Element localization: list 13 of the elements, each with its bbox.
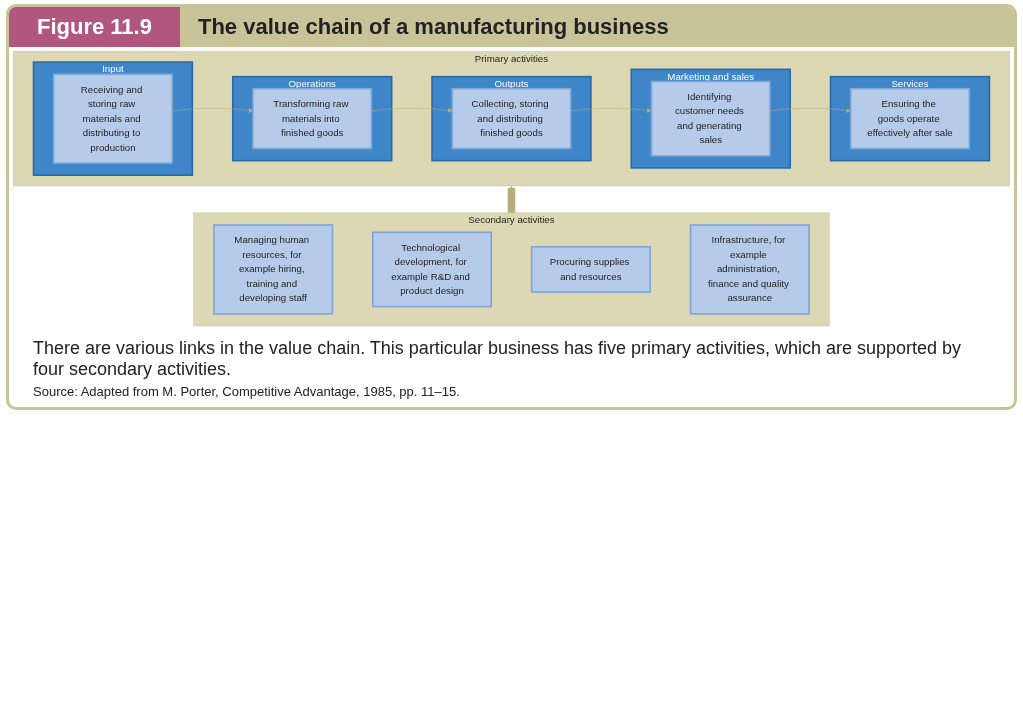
node-box: Procuring supplies and resources (530, 246, 651, 293)
node-box: Ensuring the goods operate effectively after sale (850, 87, 971, 150)
figure-number-tab: Figure 11.9 (9, 7, 180, 47)
node-box: Technological development, for example R&D and product design (372, 231, 493, 308)
source-note: Source: Adapted from M. Porter, Competitive Advantage, 1985, pp. 11–15. (33, 384, 461, 400)
node-box: Managing human resources, for example hiring, training and developing staff (213, 224, 334, 315)
caption: There are various links in the value chain. This particular business has five primary activities, which are supported by four secondary activities. (33, 338, 963, 381)
node-box: Receiving and storing raw materials and distributing to production (52, 73, 173, 164)
diagram-title: The value chain of a manufacturing business (196, 14, 669, 40)
node-box: Collecting, storing and distributing finished goods (451, 87, 572, 150)
node-box: Infrastructure, for example administration, finance and quality assurance (689, 224, 810, 315)
node-box: Identifying customer needs and generating sales (650, 80, 771, 157)
node-box: Transforming raw materials into finished goods (252, 87, 373, 150)
